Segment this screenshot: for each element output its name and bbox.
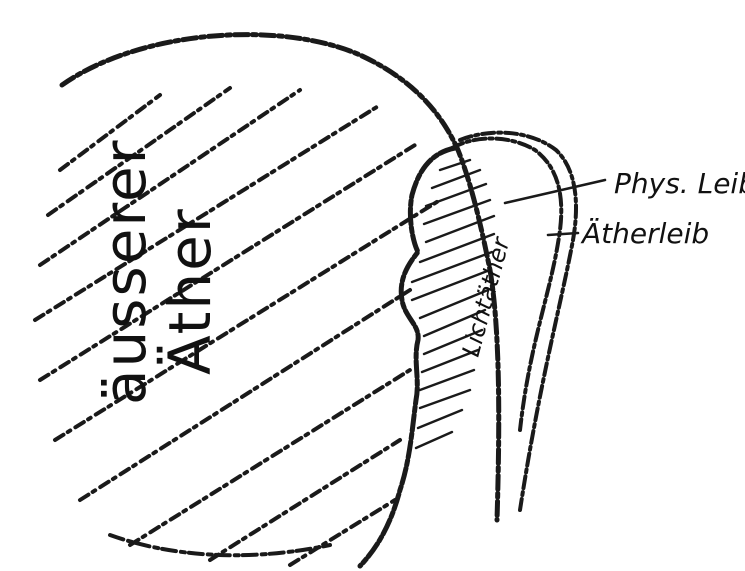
label-light-ether: Lichtäther [457,233,516,360]
label-outer-ether-line1: äusserer [91,138,159,405]
label-physical-body: Phys. Leib [614,167,745,200]
phys-leib-pointer [505,180,605,203]
physical-body-outline [360,148,455,566]
label-etheric-body: Ätherleib [580,217,709,250]
label-outer-ether-line2: Äther [156,207,224,375]
